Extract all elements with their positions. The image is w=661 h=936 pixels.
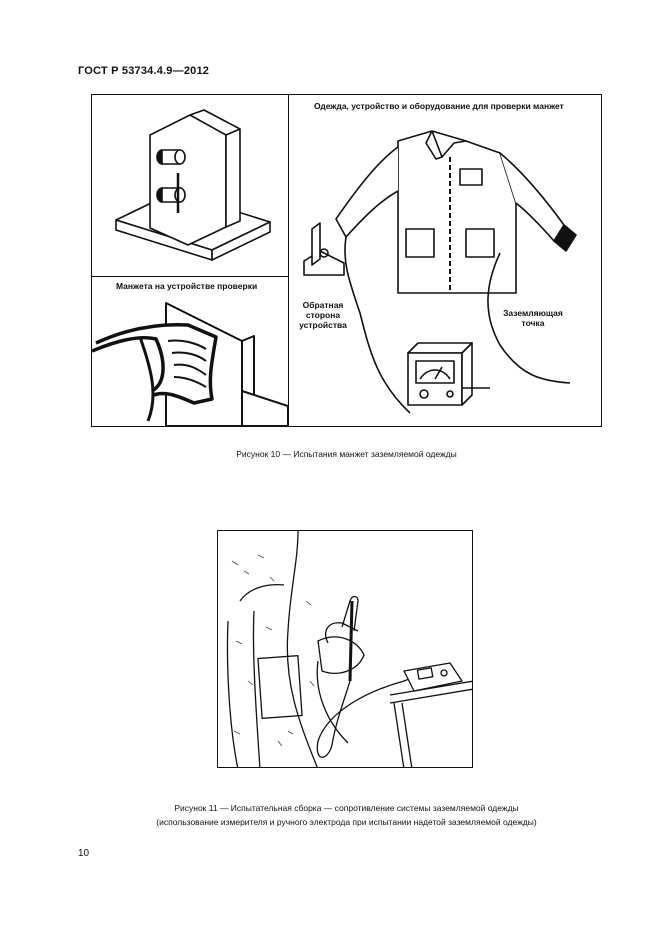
figure-10: Манжета на устройстве проверки Одежда, у… [91, 94, 602, 427]
test-device-drawing [115, 109, 271, 261]
figure-11-caption-line1: Рисунок 11 — Испытательная сборка — сопр… [174, 803, 519, 813]
label-device-back: Обратная сторона устройства [299, 300, 347, 330]
figure-11 [217, 530, 473, 768]
figure-11-caption-line2: (использование измерителя и ручного элек… [156, 817, 537, 827]
figure-10-divider-vertical [288, 95, 289, 426]
assembly-test-drawing [226, 531, 472, 767]
panel-title-garment-setup: Одежда, устройство и оборудование для пр… [314, 101, 564, 111]
cuff-on-device-drawing [92, 302, 288, 427]
garment-test-setup-drawing [303, 130, 577, 414]
panel-title-cuff-on-device: Манжета на устройстве проверки [116, 281, 258, 291]
figure-10-caption: Рисунок 10 — Испытания манжет заземляемо… [236, 449, 457, 459]
label-ground-point: Заземляющая точка [503, 308, 563, 328]
figure-10-divider-horizontal [92, 276, 288, 277]
document-header: ГОСТ Р 53734.4.9—2012 [78, 65, 210, 77]
page-number: 10 [78, 848, 90, 859]
